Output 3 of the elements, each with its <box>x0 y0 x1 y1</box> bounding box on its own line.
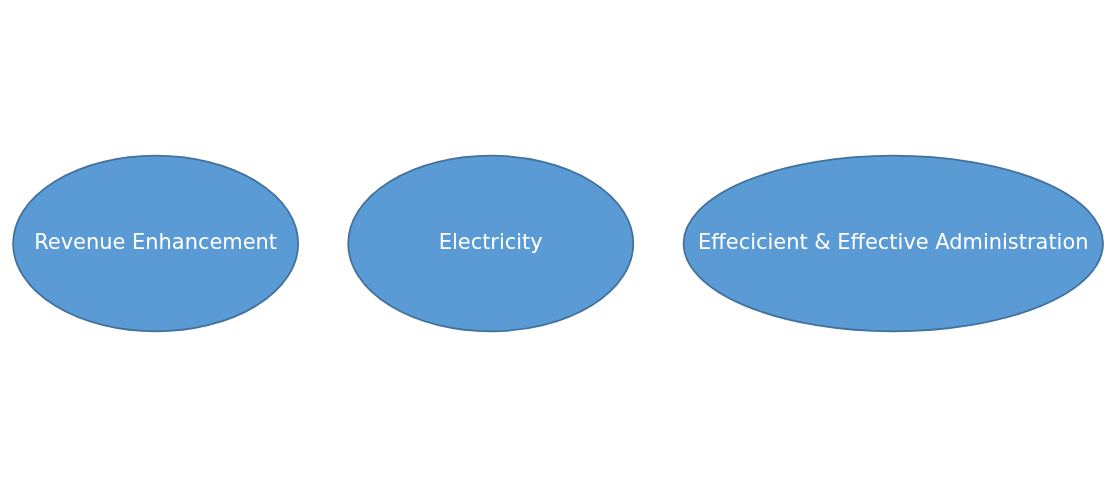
node-ellipse: Effecicient & Effective Administration <box>682 154 1104 332</box>
node-ellipse: Revenue Enhancement <box>12 154 300 332</box>
node-ellipse: Electricity <box>347 154 635 332</box>
